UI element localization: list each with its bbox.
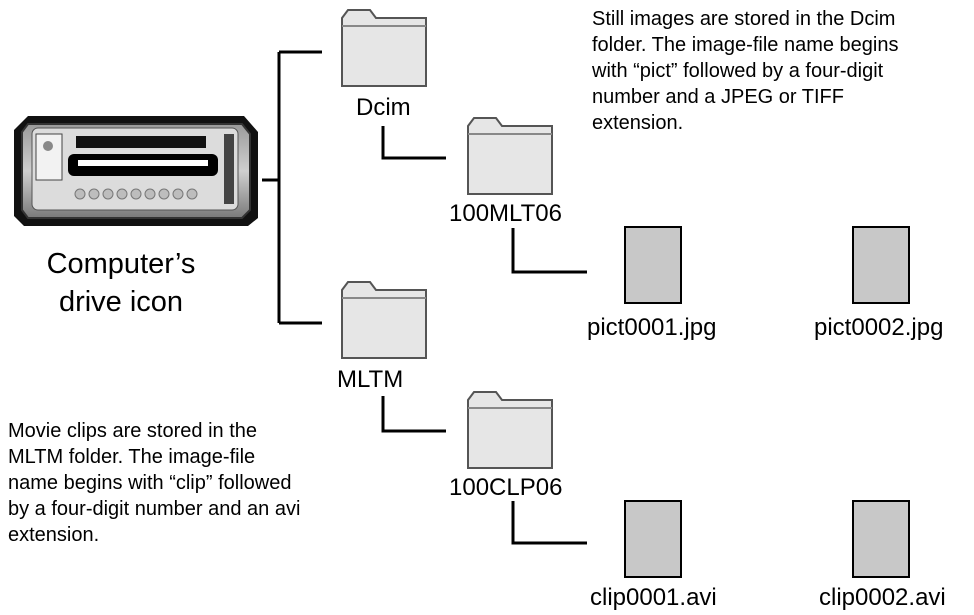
clp06-folder-icon: [466, 390, 556, 470]
drive-label-line1: Computer’s: [46, 248, 196, 280]
clip0001-file-label: clip0001.avi: [590, 584, 717, 611]
movie-clips-note-line: MLTM folder. The image-file: [8, 446, 256, 468]
drive-label-line2: drive icon: [58, 286, 184, 318]
mltm-folder-label: MLTM: [337, 366, 404, 393]
connector-dcim-sub: [381, 126, 446, 160]
mlt06-folder-label: 100MLT06: [449, 200, 562, 227]
still-images-note-line: Still images are stored in the Dcim: [592, 8, 896, 30]
connector-mlt-files: [511, 228, 587, 274]
drive-label: Computer’s drive icon: [16, 245, 226, 321]
pict0002-file-label: pict0002.jpg: [814, 314, 944, 341]
still-images-note: Still images are stored in the Dcim fold…: [592, 6, 898, 136]
dcim-folder-label: Dcim: [356, 94, 411, 121]
drive-icon: [10, 110, 262, 230]
pict0002-file-icon: [852, 226, 910, 304]
connector-mltm-sub: [381, 396, 446, 433]
still-images-note-line: with “pict” followed by a four-digit: [592, 60, 884, 82]
movie-clips-note-line: Movie clips are stored in the: [8, 420, 258, 442]
clip0001-file-icon: [624, 500, 682, 578]
dcim-folder-icon: [340, 8, 430, 88]
pict0001-file-label: pict0001.jpg: [587, 314, 717, 341]
movie-clips-note: Movie clips are stored in the MLTM folde…: [8, 418, 300, 548]
clp06-folder-label: 100CLP06: [449, 474, 563, 501]
pict0001-file-icon: [624, 226, 682, 304]
still-images-note-line: folder. The image-file name begins: [592, 34, 899, 56]
clip0002-file-label: clip0002.avi: [819, 584, 946, 611]
still-images-note-line: number and a JPEG or TIFF: [592, 86, 844, 108]
movie-clips-note-line: extension.: [8, 524, 100, 546]
still-images-note-line: extension.: [592, 112, 684, 134]
mltm-folder-icon: [340, 280, 430, 360]
mlt06-folder-icon: [466, 116, 556, 196]
movie-clips-note-line: name begins with “clip” followed: [8, 472, 292, 494]
connector-clp-files: [511, 501, 587, 545]
clip0002-file-icon: [852, 500, 910, 578]
movie-clips-note-line: by a four-digit number and an avi: [8, 498, 301, 520]
